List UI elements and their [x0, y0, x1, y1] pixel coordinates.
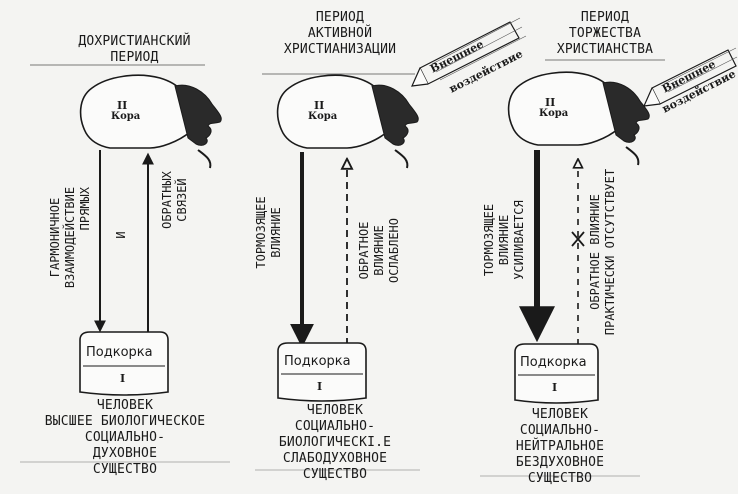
cross-mark — [571, 231, 585, 247]
panel-1-caption: ЧЕЛОВЕК ВЫСШЕЕ БИОЛОГИЧЕСКОЕ СОЦИАЛЬНО- … — [5, 398, 245, 478]
caption-line: ДУХОВНОЕ — [92, 446, 158, 461]
title-line: АКТИВНОЙ — [307, 26, 373, 41]
face-profile — [602, 81, 650, 143]
vertical-line: ОБРАТНОЕ — [357, 221, 371, 280]
caption-line: СОЦИАЛЬНО- — [519, 423, 601, 438]
brain-label: Кора — [539, 108, 569, 119]
subcortex-level: I — [552, 381, 558, 394]
title-line: ХРИСТИАНСТВА — [556, 42, 654, 57]
face-profile — [371, 84, 419, 146]
title-line: ПЕРИОД — [580, 10, 630, 25]
panel-1-left-vertical: ГАРМОНИЧНОЕ ВЗАИМОДЕЙСТВИЕ ПРЯМЫХ — [48, 165, 93, 310]
title-line: ХРИСТИАНИЗАЦИИ — [283, 42, 397, 57]
panel-2-caption: ЧЕЛОВЕК СОЦИАЛЬНО- БИОЛОГИЧЕСКI.Е СЛАБОД… — [245, 403, 425, 483]
vertical-line: ТОРМОЗЯЩЕЕ — [482, 203, 496, 277]
vertical-line: ПРАКТИЧЕСКИ ОТСУТСТВУЕТ — [603, 168, 617, 336]
panel-2 — [255, 17, 527, 471]
caption-line: СОЦИАЛЬНО- — [84, 430, 166, 445]
external-arrow-2 — [411, 17, 527, 87]
subcortex-box — [277, 342, 367, 402]
caption-line: СУЩЕСТВО — [302, 467, 368, 482]
caption-line: БЕЗДУХОВНОЕ — [515, 455, 605, 470]
brain-label: Кора — [308, 111, 338, 122]
panel-2-title: ПЕРИОД АКТИВНОЙ ХРИСТИАНИЗАЦИИ — [265, 10, 415, 58]
brain-level: II — [545, 96, 556, 109]
title-line: ТОРЖЕСТВА — [568, 26, 642, 41]
panel-3-title: ПЕРИОД ТОРЖЕСТВА ХРИСТИАНСТВА — [535, 10, 675, 58]
caption-line: СУЩЕСТВО — [527, 471, 593, 486]
panel-2-right-vertical: ОБРАТНОЕ ВЛИЯНИЕ ОСЛАБЛЕНО — [357, 183, 402, 318]
subcortex-box — [514, 343, 599, 404]
subcortex-label: Подкорка — [284, 354, 351, 369]
title-line: ДОХРИСТИАНСКИЙ — [78, 34, 191, 49]
subcortex-label: Подкорка — [86, 345, 153, 360]
panel-3-left-vertical: ТОРМОЗЯЩЕЕ ВЛИЯНИЕ УСИЛИВАЕТСЯ — [482, 180, 527, 300]
vertical-line: ВЗАИМОДЕЙСТВИЕ — [63, 186, 77, 289]
title-line: ПЕРИОД — [110, 50, 159, 65]
caption-line: ВЫСШЕЕ БИОЛОГИЧЕСКОЕ — [44, 414, 206, 429]
title-line: ПЕРИОД — [315, 10, 365, 25]
vertical-line: ОСЛАБЛЕНО — [387, 217, 401, 284]
panel-3-right-vertical: ОБРАТНОЕ ВЛИЯНИЕ ПРАКТИЧЕСКИ ОТСУТСТВУЕТ — [588, 152, 618, 352]
vertical-line: УСИЛИВАЕТСЯ — [512, 200, 526, 280]
vertical-line: ВЛИЯНИЕ — [269, 207, 283, 258]
vertical-line: ВЛИЯНИЕ — [372, 225, 386, 276]
brain-level: II — [117, 99, 128, 112]
subcortex-level: I — [120, 372, 126, 385]
vertical-line: ВЛИЯНИЕ — [497, 214, 511, 266]
face-profile — [174, 84, 222, 146]
caption-line: ЧЕЛОВЕК — [96, 398, 154, 413]
caption-line: НЕЙТРАЛЬНОЕ — [515, 439, 605, 454]
caption-line: СОЦИАЛЬНО- — [294, 419, 376, 434]
subcortex-level: I — [317, 380, 323, 393]
subcortex-box — [79, 331, 169, 396]
caption-line: СУЩЕСТВО — [92, 462, 158, 477]
panel-1-middle-vertical: И — [114, 231, 128, 239]
vertical-line: ОБРАТНЫХ — [160, 171, 174, 229]
subcortex-label: Подкорка — [520, 355, 587, 370]
caption-line: СЛАБОДУХОВНОЕ — [282, 451, 388, 466]
caption-line: ЧЕЛОВЕК — [531, 407, 589, 422]
caption-line: ЧЕЛОВЕК — [306, 403, 364, 418]
face-chin — [197, 149, 212, 169]
vertical-line: ГАРМОНИЧНОЕ — [48, 197, 62, 278]
vertical-line: ТОРМОЗЯЩЕЕ — [254, 196, 268, 269]
caption-line: БИОЛОГИЧЕСКI.Е — [278, 435, 392, 450]
panel-3 — [480, 47, 738, 477]
panel-3-caption: ЧЕЛОВЕК СОЦИАЛЬНО- НЕЙТРАЛЬНОЕ БЕЗДУХОВН… — [475, 407, 645, 487]
panel-1-right-vertical: ОБРАТНЫХ СВЯЗЕЙ — [160, 150, 190, 250]
brain-level: II — [314, 99, 325, 112]
vertical-line: ПРЯМЫХ — [78, 187, 92, 231]
brain-label: Кора — [111, 111, 141, 122]
vertical-line: ОБРАТНОЕ ВЛИЯНИЕ — [588, 194, 602, 310]
panel-1-title: ДОХРИСТИАНСКИЙ ПЕРИОД — [62, 34, 207, 66]
panel-1 — [20, 64, 230, 463]
vertical-line: СВЯЗЕЙ — [175, 178, 189, 222]
panel-2-left-vertical: ТОРМОЗЯЩЕЕ ВЛИЯНИЕ — [254, 165, 284, 300]
